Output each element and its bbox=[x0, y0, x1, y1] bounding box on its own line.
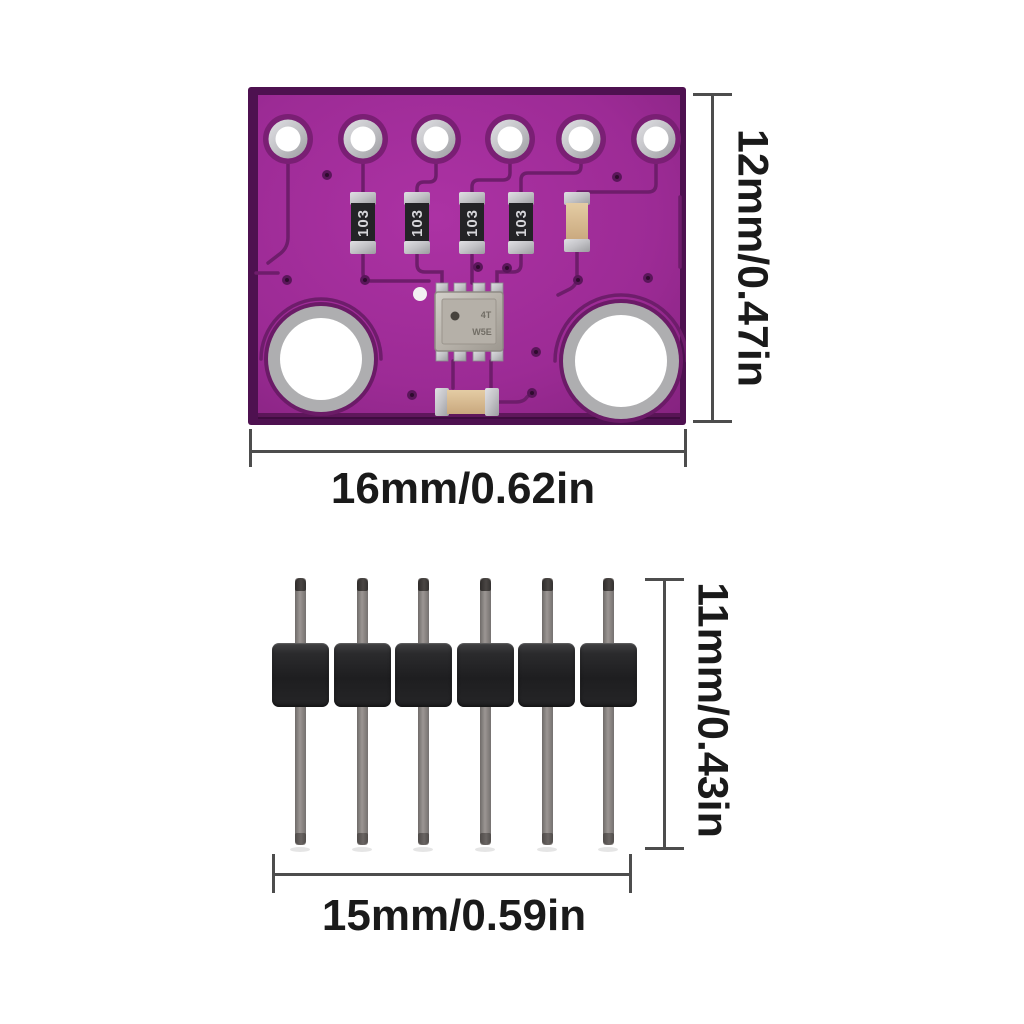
pcb-width-label: 16mm/0.62in bbox=[330, 464, 596, 513]
pin-tip bbox=[541, 578, 553, 591]
capacitor-bottom bbox=[435, 388, 499, 416]
plastic-block bbox=[272, 643, 329, 707]
dimension-line bbox=[711, 95, 714, 422]
resistor-4: 103 bbox=[508, 192, 534, 254]
pin-tip bbox=[417, 578, 429, 591]
pin-tip bbox=[356, 578, 368, 591]
pcb-height-label: 12mm/0.47in bbox=[728, 128, 777, 388]
pin-header bbox=[272, 578, 637, 863]
header-pin-5 bbox=[541, 578, 553, 845]
pin-tip bbox=[479, 833, 491, 845]
dimension-cap bbox=[693, 420, 732, 423]
resistor-2: 103 bbox=[404, 192, 430, 254]
pin-shadow bbox=[290, 847, 310, 852]
header-pin-3 bbox=[417, 578, 429, 845]
header-pin-1 bbox=[294, 578, 306, 845]
plastic-block bbox=[579, 643, 637, 707]
header-pin-4 bbox=[479, 578, 491, 845]
pcb-module: 103 103 103 103 bbox=[248, 87, 686, 425]
pcb-top-holes bbox=[263, 114, 681, 164]
pin-tip bbox=[356, 833, 368, 845]
dimension-line bbox=[663, 579, 666, 850]
silkscreen-dot bbox=[413, 287, 427, 301]
pcb-bottom-shadow bbox=[258, 413, 680, 419]
mounting-hole-right bbox=[559, 299, 683, 423]
plastic-block bbox=[518, 643, 576, 707]
dimension-tick bbox=[272, 854, 275, 893]
pin-tip bbox=[294, 578, 306, 591]
header-height-label: 11mm/0.43in bbox=[688, 582, 737, 838]
dimension-cap bbox=[645, 578, 684, 581]
pin-shadow bbox=[598, 847, 618, 852]
dimension-cap bbox=[645, 847, 684, 850]
resistor-code: 103 bbox=[355, 209, 372, 237]
dimension-tick bbox=[629, 854, 632, 893]
plastic-block bbox=[333, 643, 391, 707]
resistor-code: 103 bbox=[409, 209, 426, 237]
pin-tip bbox=[602, 578, 614, 591]
dimension-tick bbox=[249, 429, 252, 467]
chip-port-hole bbox=[450, 311, 460, 321]
pcb-vias bbox=[282, 170, 653, 400]
chip-lid bbox=[441, 298, 497, 345]
mounting-hole-left bbox=[264, 302, 378, 416]
chip-marking-bottom: W5E bbox=[472, 327, 492, 337]
resistor-code: 103 bbox=[513, 209, 530, 237]
pin-tip bbox=[294, 833, 306, 845]
header-plastic-blocks bbox=[272, 643, 637, 707]
pin-shadow bbox=[475, 847, 495, 852]
header-pin-6 bbox=[602, 578, 614, 845]
plastic-block bbox=[456, 643, 514, 707]
sensor-chip: 4T W5E bbox=[434, 282, 504, 362]
dimension-line bbox=[273, 873, 632, 876]
resistor-code: 103 bbox=[464, 209, 481, 237]
resistor-1: 103 bbox=[350, 192, 376, 254]
header-pin-2 bbox=[356, 578, 368, 845]
capacitor-top bbox=[564, 192, 590, 252]
header-width-label: 15mm/0.59in bbox=[321, 891, 587, 940]
dimension-line bbox=[250, 450, 686, 453]
pin-tip bbox=[417, 833, 429, 845]
pin-tip bbox=[602, 833, 614, 845]
resistor-3: 103 bbox=[459, 192, 485, 254]
dimension-tick bbox=[684, 429, 687, 467]
dimension-cap bbox=[693, 93, 732, 96]
pin-tip bbox=[541, 833, 553, 845]
chip-marking-top: 4T bbox=[481, 310, 492, 320]
pin-shadow bbox=[413, 847, 433, 852]
pin-shadow bbox=[352, 847, 372, 852]
pin-tip bbox=[479, 578, 491, 591]
pin-shadow bbox=[537, 847, 557, 852]
plastic-block bbox=[395, 643, 453, 707]
